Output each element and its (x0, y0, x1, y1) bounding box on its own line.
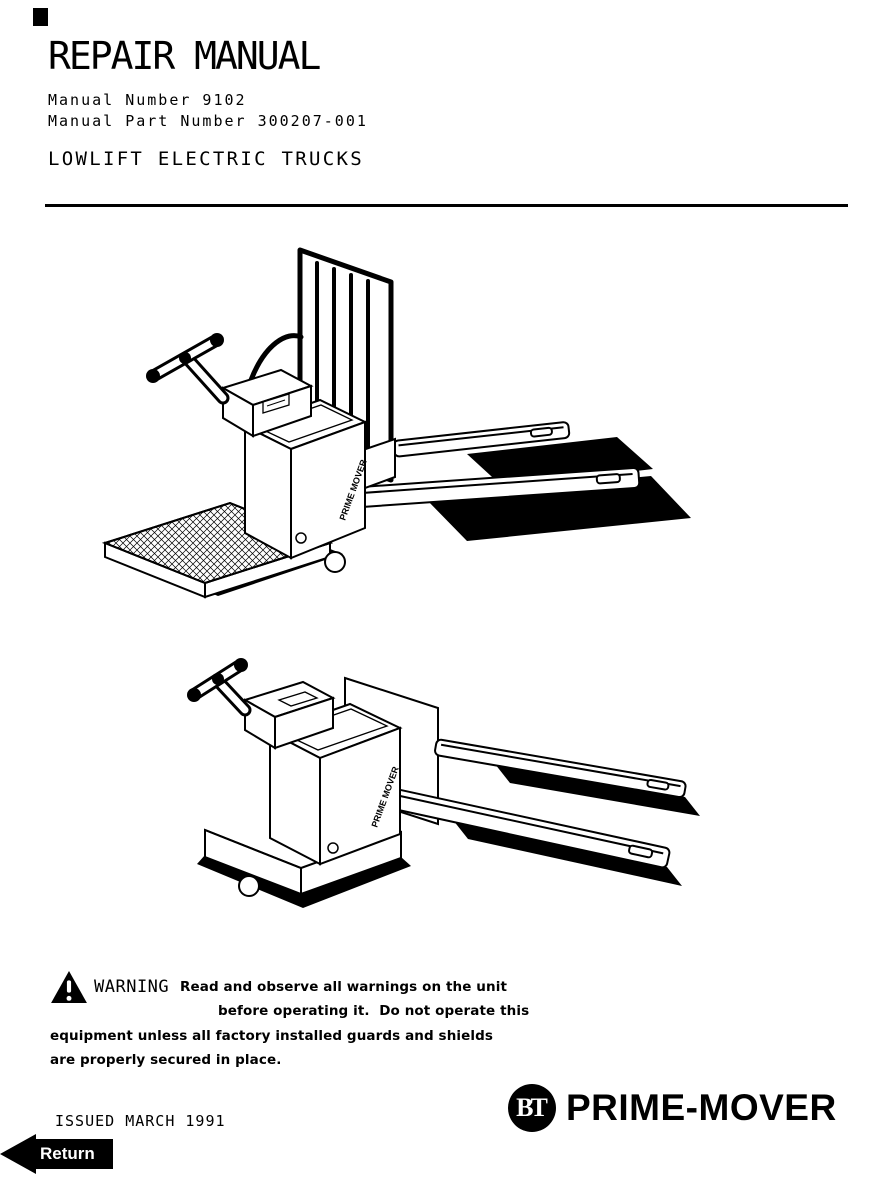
logo-wordmark: PRIME-MOVER (566, 1087, 837, 1128)
caster-wheel (238, 875, 260, 897)
tiller-handle (187, 658, 252, 717)
far-fork (392, 421, 571, 458)
warning-text-line: are properly secured in place. (50, 1052, 282, 1068)
warning-text-line: equipment unless all factory installed g… (50, 1028, 494, 1044)
drive-wheel (324, 551, 346, 573)
warning-text-line: before operating it. Do not operate this (218, 1003, 530, 1019)
near-fork (382, 786, 671, 869)
scan-artifact (33, 8, 48, 26)
near-fork-shadow (453, 820, 682, 886)
battery-body (242, 398, 368, 560)
warning-block: WARNING Read and observe all warnings on… (50, 968, 590, 1086)
handrail (248, 333, 304, 383)
bt-monogram-icon: BT (508, 1084, 556, 1132)
warning-text-line: Read and observe all warnings on the uni… (180, 979, 508, 995)
return-label: Return (40, 1144, 95, 1163)
manual-number-line: Manual Number 9102 (48, 91, 247, 109)
tiller-handle (146, 333, 230, 405)
pallet-truck-backrest-drawing: PRIME MOVER (102, 247, 691, 599)
return-button[interactable]: Return (0, 1134, 113, 1174)
issued-date: ISSUED MARCH 1991 (55, 1112, 226, 1130)
figure-truck-with-backrest: PRIME MOVER (95, 228, 695, 618)
warning-label: WARNING (94, 977, 170, 997)
far-fork-shadow (495, 764, 700, 816)
near-fork (346, 466, 641, 509)
warning-triangle-icon (50, 970, 88, 1004)
pallet-truck-low-drawing: PRIME MOVER (187, 658, 700, 908)
prime-mover-logo: BT PRIME-MOVER (508, 1084, 837, 1132)
battery-body (267, 702, 403, 866)
subtitle: LOWLIFT ELECTRIC TRUCKS (48, 148, 364, 170)
far-fork (434, 738, 687, 799)
chassis-skirt (204, 828, 402, 896)
header-divider (45, 204, 848, 207)
return-box: Return (32, 1139, 113, 1169)
control-head (220, 368, 314, 438)
header: REPAIR MANUAL Manual Number 9102 Manual … (48, 34, 368, 170)
bt-monogram-text: BT (516, 1093, 548, 1122)
control-head (242, 680, 336, 750)
return-arrow-icon (0, 1134, 36, 1174)
page-title: REPAIR MANUAL (48, 34, 321, 78)
figure-truck-low: PRIME MOVER (185, 642, 700, 932)
manual-part-number-line: Manual Part Number 300207-001 (48, 112, 368, 130)
